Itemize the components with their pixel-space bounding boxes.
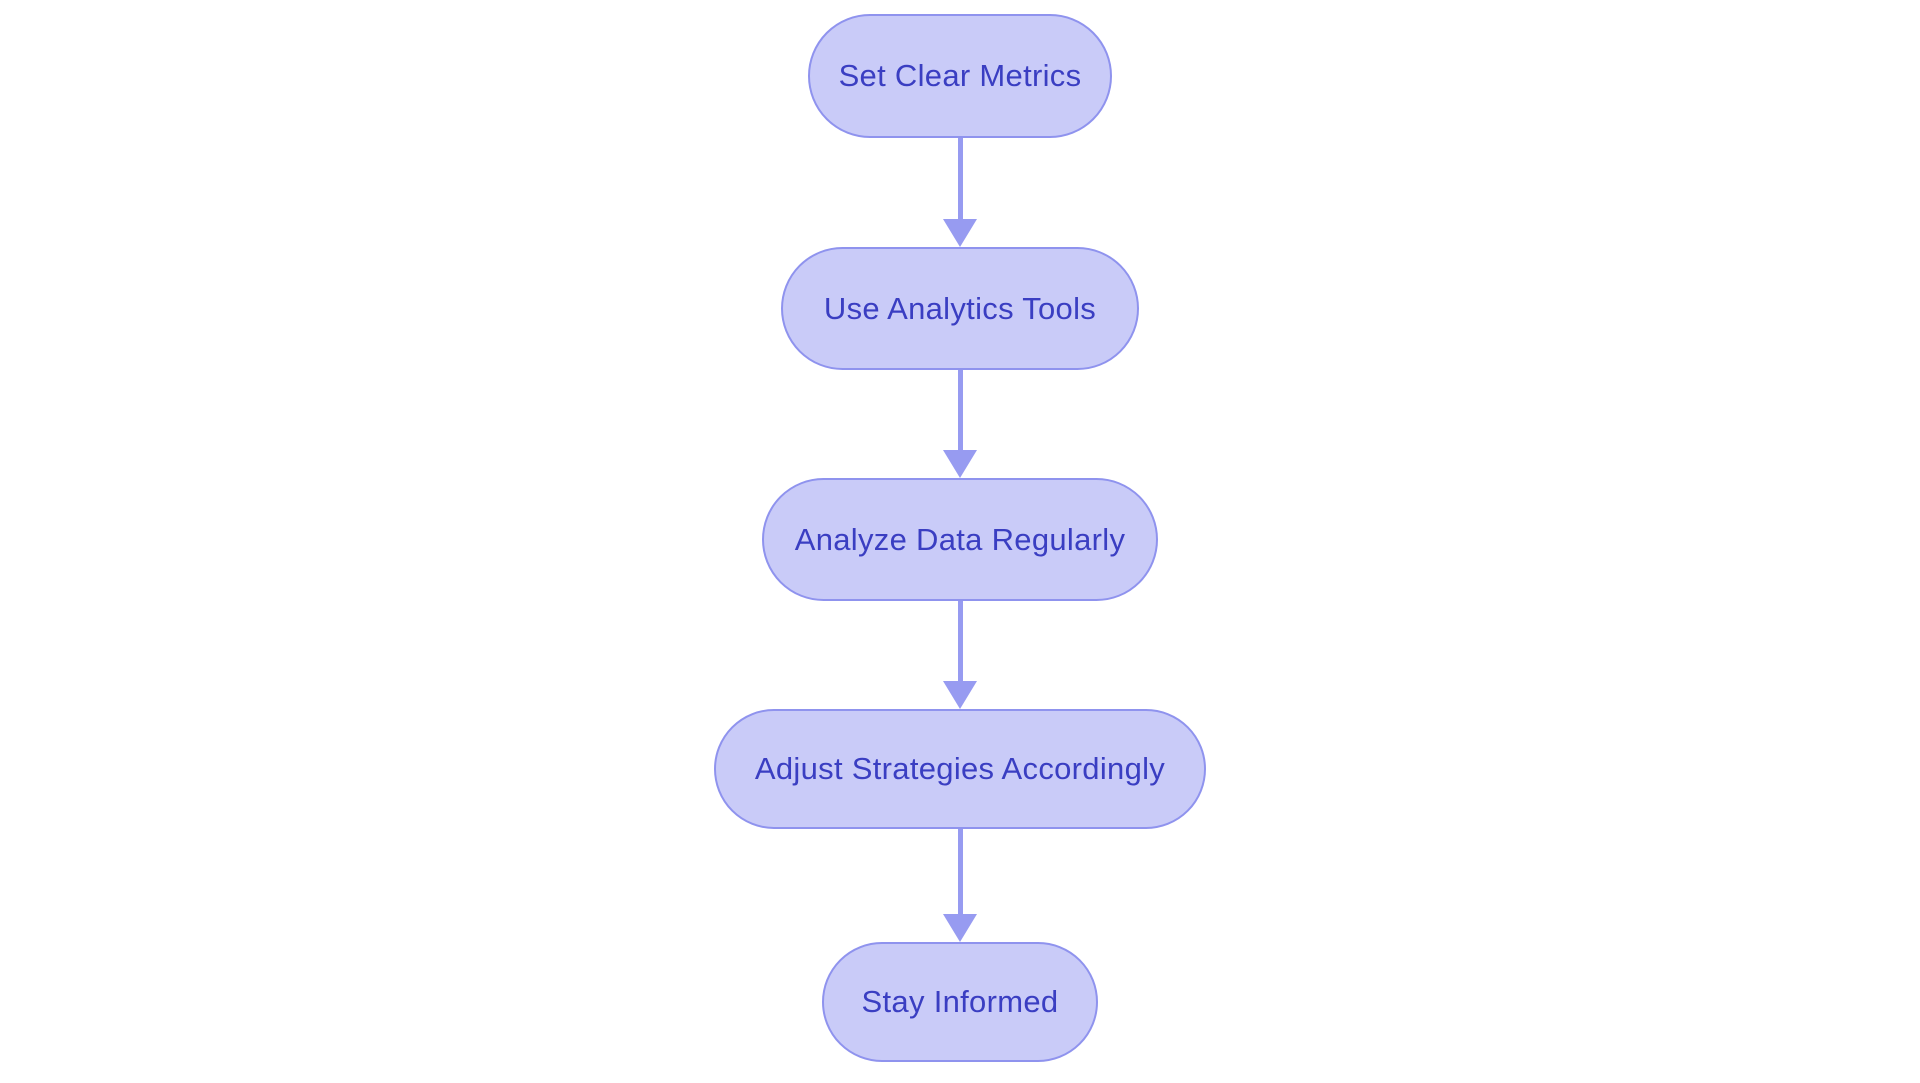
arrow-down-icon xyxy=(943,450,977,478)
arrow-shaft xyxy=(957,601,963,682)
flow-node-analyze-data-regularly: Analyze Data Regularly xyxy=(762,478,1158,601)
flow-arrow-4 xyxy=(943,829,977,942)
arrow-shaft xyxy=(957,138,963,220)
arrow-shaft xyxy=(957,370,963,451)
arrow-down-icon xyxy=(943,681,977,709)
flow-node-label: Adjust Strategies Accordingly xyxy=(754,751,1166,786)
flow-node-label: Stay Informed xyxy=(861,984,1059,1019)
flow-node-adjust-strategies-accordingly: Adjust Strategies Accordingly xyxy=(714,709,1206,829)
arrow-down-icon xyxy=(943,219,977,247)
flow-node-label: Analyze Data Regularly xyxy=(794,521,1126,557)
arrow-shaft xyxy=(957,829,963,915)
flow-node-stay-informed: Stay Informed xyxy=(822,942,1098,1062)
flow-arrow-3 xyxy=(943,601,977,709)
flow-arrow-2 xyxy=(943,370,977,478)
flow-arrow-1 xyxy=(943,138,977,247)
flow-node-label: Use Analytics Tools xyxy=(823,290,1097,326)
flow-node-label: Set Clear Metrics xyxy=(838,58,1082,93)
flow-node-set-clear-metrics: Set Clear Metrics xyxy=(808,14,1112,138)
arrow-down-icon xyxy=(943,914,977,942)
flow-node-use-analytics-tools: Use Analytics Tools xyxy=(781,247,1139,370)
